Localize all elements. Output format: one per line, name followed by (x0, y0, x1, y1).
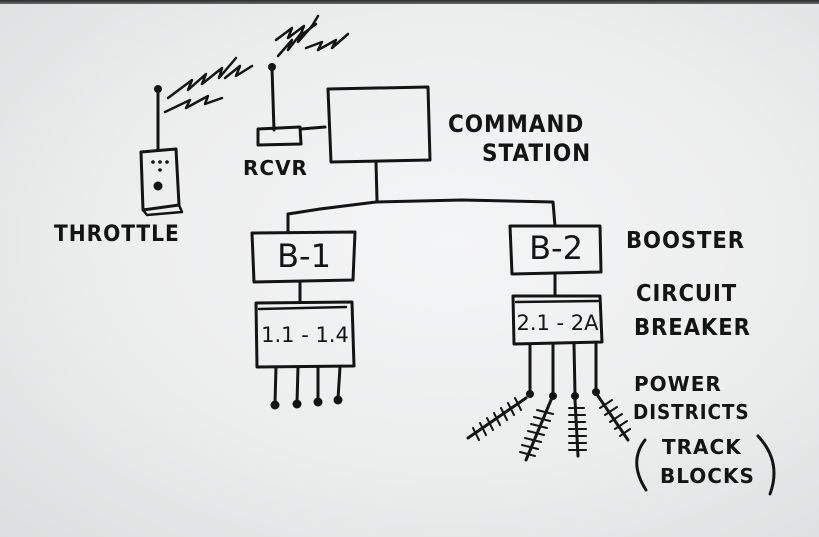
command-station-label-line1: COMMAND (448, 110, 585, 138)
booster-1-box-label: B-1 (277, 237, 331, 275)
receiver-antenna (270, 66, 276, 132)
booster-bus-line (286, 198, 557, 228)
track-blocks-parentheses (635, 434, 776, 496)
right-parenthesis (756, 434, 776, 496)
throttle-base (141, 203, 184, 217)
receiver-unit (256, 63, 327, 147)
radio-signal (163, 14, 350, 114)
breaker-2-box-label: 2.1 - 2A (516, 311, 599, 335)
track-blocks (466, 394, 631, 462)
receiver-to-command-station-link (299, 125, 327, 131)
breaker-1-outputs (270, 365, 343, 410)
throttle-buttons (151, 160, 169, 172)
booster-1-box (250, 230, 357, 284)
breaker-2-outputs (526, 342, 600, 400)
throttle-knob (153, 181, 163, 191)
radio-wave-5 (274, 22, 318, 42)
circuit-breaker-label-line2: BREAKER (634, 315, 751, 341)
track-block-3 (568, 398, 587, 458)
radio-wave-1 (166, 56, 238, 100)
whiteboard-frame-edge (0, 0, 819, 4)
receiver-box (256, 125, 303, 147)
receiver-label: RCVR (243, 156, 308, 180)
breaker-1-box (254, 300, 356, 369)
booster-label: BOOSTER (626, 228, 745, 254)
booster-1-branch (250, 230, 357, 410)
left-parenthesis (635, 438, 648, 492)
throttle-label: THROTTLE (54, 222, 180, 247)
booster-2-box (508, 224, 603, 276)
booster-2-branch (508, 224, 604, 400)
throttle-device (139, 85, 184, 217)
receiver-antenna-tip (268, 63, 276, 71)
booster-2-box-label: B-2 (529, 229, 583, 267)
command-station-box (326, 85, 432, 164)
breaker-2-inner-line (514, 299, 600, 304)
breaker-1-box-label: 1.1 - 1.4 (261, 323, 349, 347)
circuit-breaker-label-line1: CIRCUIT (636, 281, 738, 307)
power-districts-label-line2: DISTRICTS (633, 400, 750, 424)
power-districts-label-line1: POWER (634, 372, 722, 396)
track-block-2 (519, 398, 554, 462)
radio-wave-6 (304, 32, 350, 52)
radio-wave-3 (223, 64, 254, 80)
throttle-antenna-tip (154, 85, 162, 93)
throttle-body (139, 147, 181, 212)
track-block-1 (466, 396, 528, 441)
track-block-4 (596, 394, 631, 442)
track-blocks-label-line2: BLOCKS (660, 464, 755, 488)
command-station-unit (286, 85, 557, 234)
breaker-1-inner-line (257, 305, 348, 311)
track-blocks-label-line1: TRACK (662, 435, 742, 459)
command-station-drop-line (374, 160, 379, 202)
radio-wave-2 (163, 94, 224, 114)
radio-wave-4 (276, 14, 320, 58)
command-station-label-line2: STATION (482, 139, 592, 167)
breaker-2-box (511, 294, 604, 346)
